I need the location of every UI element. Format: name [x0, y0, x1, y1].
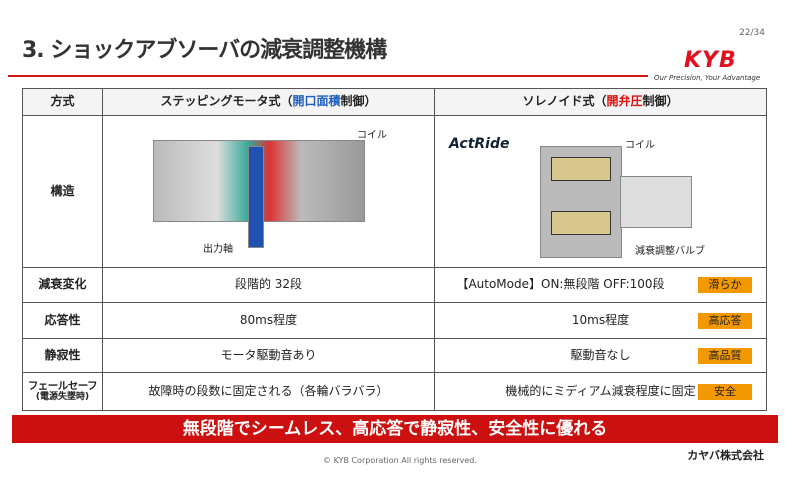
- header-solenoid: ソレノイド式（開弁圧制御）: [434, 88, 767, 116]
- header-method: 方式: [22, 88, 103, 116]
- failsafe-label: フェールセーフ: [27, 380, 98, 393]
- h1-highlight: 開口面積: [292, 94, 341, 109]
- copyright: © KYB Corporation All rights reserved.: [323, 456, 477, 465]
- kyb-logo: KYB: [684, 48, 737, 73]
- row-label-response: 応答性: [22, 302, 103, 339]
- h2-pre: ソレノイド式（: [522, 94, 607, 109]
- stepping-response: 80ms程度: [102, 302, 435, 339]
- solenoid-image: [540, 146, 622, 258]
- h1-pre: ステッピングモータ式（: [160, 94, 293, 109]
- failsafe-sublabel: (電源失墜時): [35, 392, 90, 403]
- comparison-table: 方式 ステッピングモータ式（開口面積制御） ソレノイド式（開弁圧制御） 構造 コ…: [22, 88, 767, 411]
- valve-label: 減衰調整バルブ: [635, 246, 705, 257]
- solenoid-diagram: ActRide コイル 減衰調整バルブ: [434, 115, 767, 268]
- coil-label-right: コイル: [625, 140, 655, 151]
- title-divider: [8, 75, 648, 77]
- stepping-diagram: コイル 出力軸: [102, 115, 435, 268]
- row-label-structure: 構造: [22, 115, 103, 268]
- solenoid-failsafe: 機械的にミディアム減衰程度に固定安全: [434, 372, 767, 411]
- stepping-damping: 段階的 32段: [102, 267, 435, 303]
- solenoid-quiet: 駆動音なし 高品質: [434, 338, 767, 373]
- solenoid-response: 10ms程度 高応答: [434, 302, 767, 339]
- solenoid-response-text: 10ms程度: [571, 312, 630, 327]
- actride-logo: ActRide: [449, 136, 510, 152]
- stepping-quiet: モータ駆動音あり: [102, 338, 435, 373]
- header-stepping: ステッピングモータ式（開口面積制御）: [102, 88, 435, 116]
- h2-post: 制御）: [642, 94, 679, 109]
- row-label-failsafe: フェールセーフ(電源失墜時): [22, 372, 103, 411]
- page-number: 22/34: [739, 28, 765, 38]
- coil-label: コイル: [357, 130, 387, 141]
- badge-smooth: 滑らか: [698, 277, 752, 293]
- company-name: カヤバ株式会社: [687, 449, 764, 462]
- solenoid-damping-text: 【AutoMode】ON:無段階 OFF:100段: [456, 277, 665, 292]
- badge-response: 高応答: [698, 312, 752, 329]
- shaft-label: 出力軸: [203, 244, 233, 255]
- summary-banner: 無段階でシームレス、高応答で静寂性、安全性に優れる: [12, 415, 778, 443]
- row-label-damping: 減衰変化: [22, 267, 103, 303]
- solenoid-damping: 【AutoMode】ON:無段階 OFF:100段 滑らか: [434, 267, 767, 303]
- stepping-failsafe: 故障時の段数に固定される（各輪バラバラ）: [102, 372, 435, 411]
- logo-tagline: Our Precision, Your Advantage: [654, 74, 761, 82]
- h1-post: 制御）: [340, 94, 377, 109]
- badge-safe: 安全: [698, 383, 752, 400]
- h2-highlight: 開弁圧: [606, 94, 643, 109]
- output-shaft-image: [248, 146, 264, 248]
- page-title: 3. ショックアブソーバの減衰調整機構: [22, 38, 387, 63]
- valve-image: [620, 176, 692, 228]
- solenoid-quiet-text: 駆動音なし: [570, 347, 631, 362]
- row-label-quiet: 静寂性: [22, 338, 103, 373]
- solenoid-failsafe-text: 機械的にミディアム減衰程度に固定: [505, 383, 696, 398]
- badge-quality: 高品質: [698, 347, 752, 364]
